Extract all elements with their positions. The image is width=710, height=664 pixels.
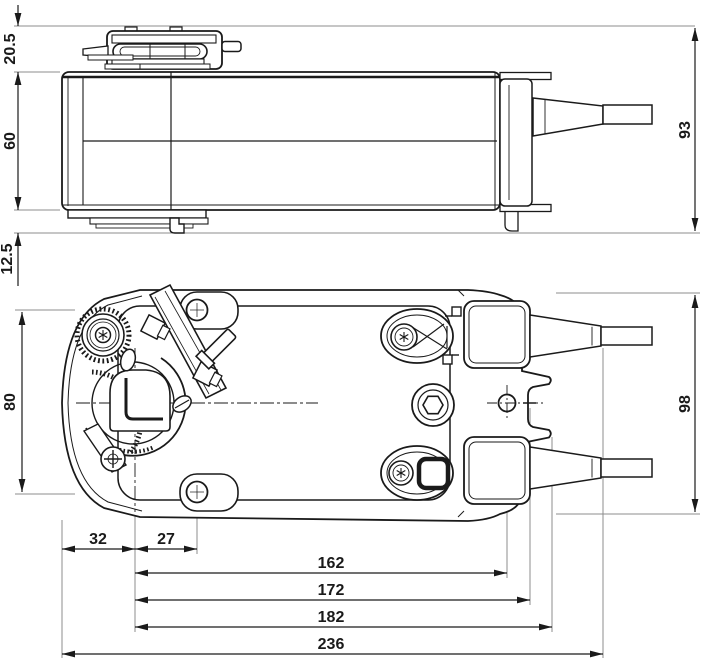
position-indicator-pin — [194, 328, 237, 371]
shaft-clamp-side — [82, 26, 242, 70]
dim-edge-to-axis: 32 — [62, 531, 135, 553]
dim-shaft-clamp-height: 20.5 — [2, 5, 22, 65]
index-point — [487, 385, 543, 420]
shaft-clamp-mechanism — [76, 283, 318, 512]
adjustment-slot-top — [380, 306, 462, 365]
dim-total-length: 236 — [62, 636, 603, 658]
cable-top — [600, 326, 653, 346]
cable — [602, 104, 653, 125]
side-view — [61, 26, 653, 234]
mounting-foot — [67, 209, 209, 234]
dim-label-182: 182 — [318, 609, 345, 626]
square-shaft-slot — [124, 378, 163, 421]
phillips-screw — [100, 446, 126, 472]
dim-label-98: 98 — [677, 395, 694, 413]
bottom-view — [61, 283, 653, 522]
clip-mark-bottom — [442, 354, 453, 365]
dim-body-height: 60 — [2, 72, 22, 210]
dim-total-depth: 98 — [677, 295, 699, 512]
dim-label-162: 162 — [318, 555, 345, 572]
dimension-annotations: 20.5 60 12.5 93 80 98 32 27 — [0, 5, 699, 658]
actuator-body-side — [61, 71, 501, 211]
dim-total-height: 93 — [677, 28, 699, 231]
clamp-bolt-2 — [191, 360, 223, 388]
mounting-hole-top — [179, 291, 239, 330]
manual-override-gear — [74, 306, 132, 364]
dim-label-172: 172 — [318, 582, 345, 599]
dim-label-12-5: 12.5 — [0, 243, 16, 274]
dim-label-236: 236 — [318, 636, 345, 653]
cable-gland-top — [463, 300, 653, 369]
hex-hub — [411, 383, 455, 427]
dim-body-width: 80 — [2, 312, 26, 492]
mounting-hole-bottom — [179, 473, 239, 512]
cable-bottom — [600, 458, 653, 478]
cable-gland-side — [499, 71, 653, 232]
dim-base-clearance: 12.5 — [0, 233, 22, 286]
dim-label-93: 93 — [677, 121, 694, 139]
dim-label-27: 27 — [157, 531, 175, 548]
shaft-cavity — [109, 369, 171, 432]
dim-axis-to-slot: 172 — [135, 582, 530, 604]
clamp-bolt-1 — [139, 313, 171, 341]
clamp-pin — [221, 40, 242, 53]
dim-label-60: 60 — [2, 132, 19, 150]
foot-hook — [169, 217, 185, 234]
adjustment-slot-bottom — [380, 445, 454, 501]
slot-screw — [172, 395, 192, 413]
dim-axis-to-bracket-edge: 182 — [135, 609, 552, 631]
dim-label-20-5: 20.5 — [2, 33, 19, 64]
square-aperture — [416, 456, 451, 491]
gland-cone — [532, 97, 604, 137]
dim-axis-to-hole: 27 — [135, 531, 197, 553]
dim-label-32: 32 — [89, 531, 107, 548]
cable-gland-bottom — [463, 436, 653, 505]
clip-mark-top — [451, 306, 462, 317]
dim-axis-to-index-point: 162 — [135, 555, 507, 577]
dim-label-80: 80 — [2, 393, 19, 411]
